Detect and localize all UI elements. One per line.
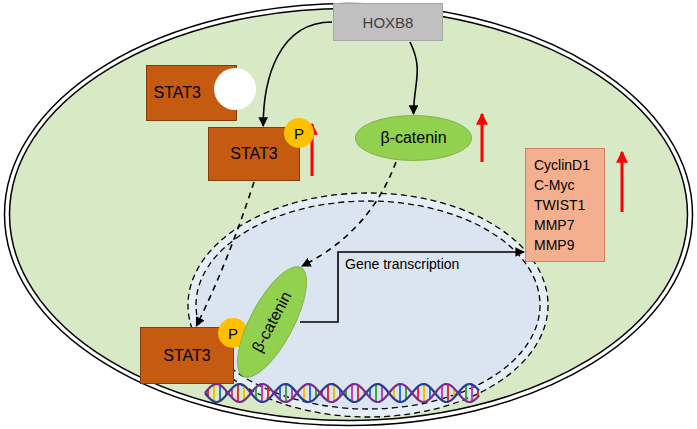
node-label: HOXB8 [363, 14, 414, 31]
gene-name: C-Myc [534, 175, 574, 195]
dna-strand [205, 384, 479, 402]
cell-membrane-inner [10, 9, 688, 421]
base-pair [237, 384, 239, 402]
activation-arrow [300, 252, 524, 322]
base-pair [261, 384, 263, 402]
base-pair [399, 384, 401, 402]
base-pair [243, 386, 245, 401]
cell-membrane-outer [5, 4, 693, 426]
node-label: STAT3 [230, 145, 277, 163]
node-label: STAT3 [163, 347, 210, 365]
protein-ellipse: β-catenin [355, 115, 472, 161]
base-pair [285, 384, 287, 402]
gene-name: CyclinD1 [534, 155, 590, 175]
up-arrow [621, 152, 624, 212]
empty-site-circle [214, 68, 256, 110]
translocation-arrow [196, 182, 254, 326]
base-pair [219, 385, 221, 401]
base-pair [303, 386, 305, 401]
edge-label: Gene transcription [345, 256, 459, 272]
gene-box: HOXB8 [333, 3, 443, 41]
target-gene-box: CyclinD1C-MycTWIST1MMP7MMP9 [525, 148, 605, 262]
node-label: β-catenin [380, 129, 446, 147]
gene-name: MMP9 [534, 235, 574, 255]
base-pair [465, 385, 467, 401]
base-pair [471, 385, 473, 402]
base-pair [447, 384, 449, 402]
protein-box: STAT3 [146, 65, 237, 121]
node-label: STAT3 [154, 84, 201, 102]
gene-name: MMP7 [534, 215, 574, 235]
activation-arrow [410, 42, 417, 114]
protein-box: STAT3P [208, 127, 300, 181]
nuclear-envelope-outer [188, 193, 548, 417]
base-pair [333, 385, 335, 402]
activation-arrow [263, 22, 332, 126]
gene-name: TWIST1 [534, 195, 585, 215]
base-pair [357, 385, 359, 401]
base-pair [327, 385, 329, 401]
node-label: P [228, 325, 238, 342]
dna-helix [205, 384, 479, 402]
base-pair [423, 384, 425, 402]
base-pair [351, 385, 353, 402]
base-pair [381, 386, 383, 401]
base-pair [213, 385, 215, 402]
node-label: P [294, 125, 304, 142]
base-pair [375, 384, 377, 402]
up-arrow [481, 114, 484, 162]
protein-box: STAT3P [140, 327, 234, 384]
phosphate-circle: P [284, 118, 314, 148]
dna-strand [205, 384, 479, 402]
translocation-arrow [302, 162, 396, 266]
nuclear-envelope-inner [196, 201, 540, 409]
base-pair [309, 384, 311, 402]
base-pair [441, 386, 443, 401]
